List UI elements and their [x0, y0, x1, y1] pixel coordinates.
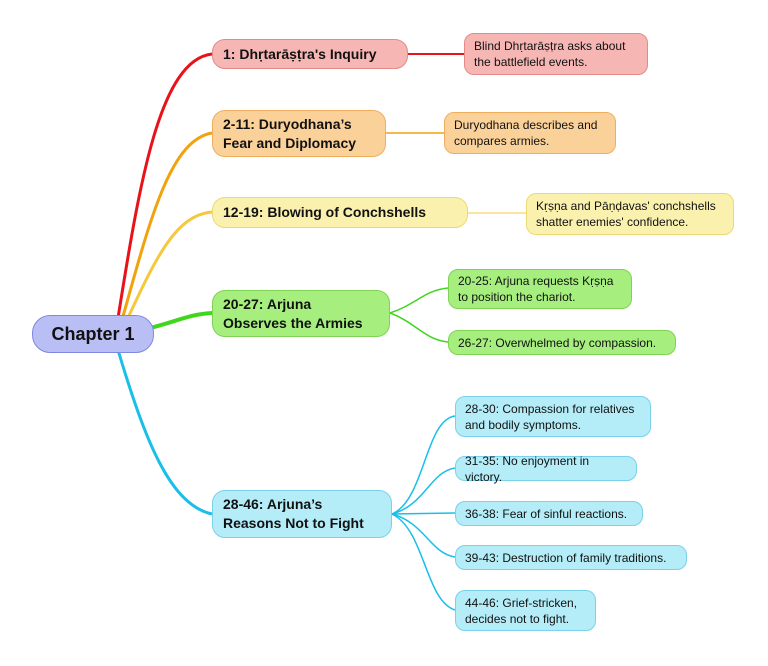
leaf-reasons-2[interactable]: 31-35: No enjoyment in victory.: [455, 454, 637, 484]
leaf-reasons-1[interactable]: 28-30: Compassion for relatives and bodi…: [455, 396, 651, 437]
connector-reasons-leaf-2: [391, 467, 456, 515]
connector-root-to-observes: [149, 311, 213, 330]
connector-root-to-reasons: [116, 349, 213, 516]
leaf-observes-1[interactable]: 20-25: Arjuna requests Kṛṣṇa to position…: [448, 269, 632, 309]
connector-reasons-leaf-4: [391, 513, 456, 558]
connector-observes-leaf-2: [389, 312, 449, 343]
branch-reasons-not-to-fight[interactable]: 28-46: Arjuna’s Reasons Not to Fight: [212, 490, 392, 538]
connector-observes-leaf-1: [389, 287, 449, 314]
leaf-conchshells-1[interactable]: Kṛṣṇa and Pāṇḍavas' conchshells shatter …: [526, 193, 734, 235]
connector-reasons-leaf-1: [391, 415, 456, 515]
connector-reasons-leaf-5: [391, 513, 456, 611]
connector-root-to-duryodhana: [120, 131, 213, 321]
branch-observes-armies[interactable]: 20-27: Arjuna Observes the Armies: [212, 290, 390, 337]
leaf-reasons-3[interactable]: 36-38: Fear of sinful reactions.: [455, 501, 643, 526]
leaf-reasons-4[interactable]: 39-43: Destruction of family traditions.: [455, 545, 687, 570]
connector-root-to-inquiry: [116, 52, 213, 319]
connector-root-to-conchshells: [124, 210, 213, 323]
leaf-inquiry-1[interactable]: Blind Dhṛtarāṣṭra asks about the battlef…: [464, 33, 648, 75]
branch-conchshells[interactable]: 12-19: Blowing of Conchshells: [212, 197, 468, 228]
leaf-duryodhana-1[interactable]: Duryodhana describes and compares armies…: [444, 112, 616, 154]
root-node-chapter-1[interactable]: Chapter 1: [32, 315, 154, 353]
branch-inquiry[interactable]: 1: Dhṛtarāṣṭra's Inquiry: [212, 39, 408, 69]
branch-duryodhana[interactable]: 2-11: Duryodhana’s Fear and Diplomacy: [212, 110, 386, 157]
leaf-observes-2[interactable]: 26-27: Overwhelmed by compassion.: [448, 330, 676, 355]
leaf-reasons-5[interactable]: 44-46: Grief-stricken, decides not to fi…: [455, 590, 596, 631]
connector-reasons-leaf-3: [391, 512, 456, 515]
